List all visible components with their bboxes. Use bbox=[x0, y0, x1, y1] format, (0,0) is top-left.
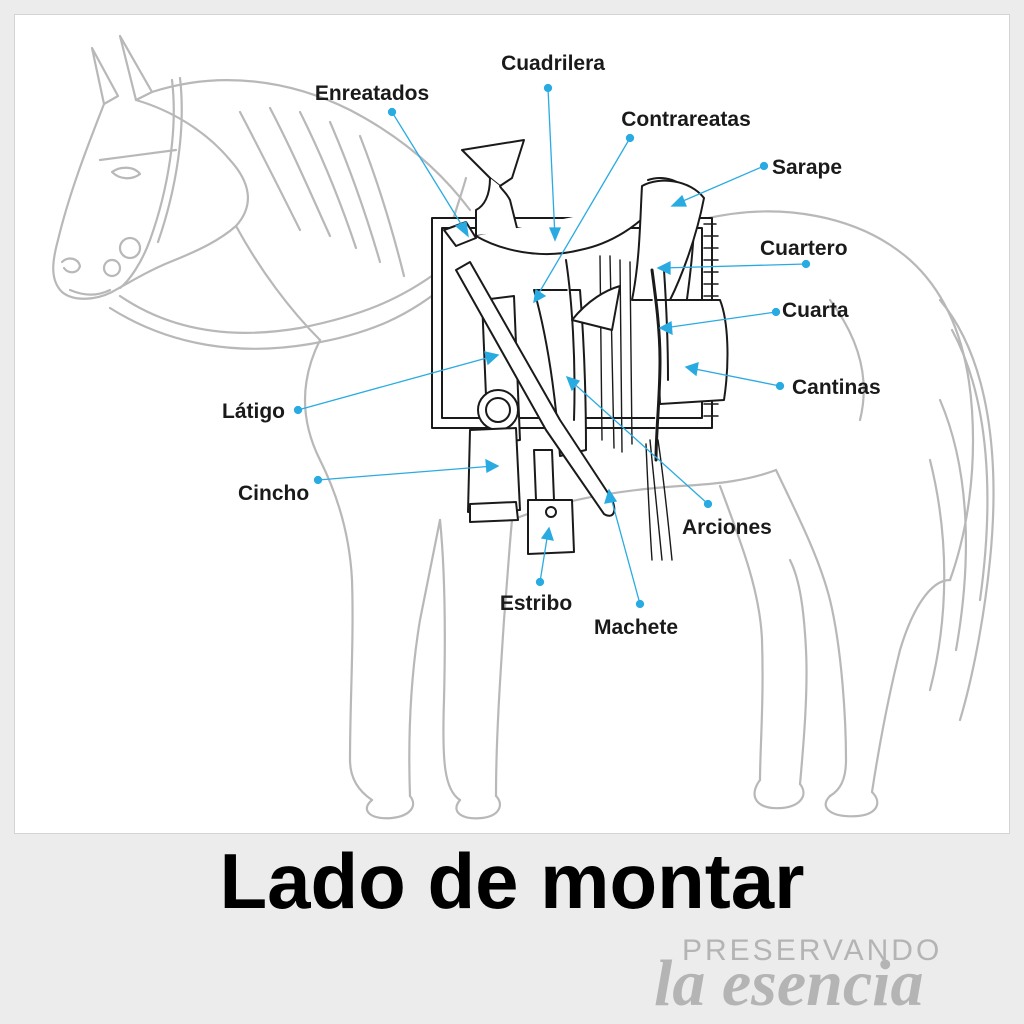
diagram-title: Lado de montar bbox=[219, 837, 805, 925]
leader-lines bbox=[293, 83, 811, 609]
charro-saddle-illustration bbox=[431, 139, 729, 561]
leader-arrow-cincho bbox=[485, 458, 500, 474]
leader-arrow-machete bbox=[604, 488, 618, 504]
leader-arrow-contrareatas bbox=[533, 288, 547, 304]
label-sarape: Sarape bbox=[772, 156, 842, 179]
brand-logo-line2: la esencia bbox=[654, 947, 924, 1020]
label-machete: Machete bbox=[594, 616, 678, 639]
leader-arrow-estribo bbox=[540, 526, 554, 541]
leader-arrow-cantinas bbox=[684, 362, 699, 377]
label-contrareatas: Contrareatas bbox=[621, 108, 751, 131]
label-cuadrilera: Cuadrilera bbox=[501, 52, 605, 75]
leader-arrow-arciones bbox=[565, 375, 581, 392]
label-cuarta: Cuarta bbox=[782, 299, 849, 322]
brand-logo-line1: PRESERVANDO bbox=[682, 934, 943, 967]
leader-arrow-sarape bbox=[670, 194, 687, 207]
label-cantinas: Cantinas bbox=[792, 376, 881, 399]
label-cincho: Cincho bbox=[238, 482, 309, 505]
label-cuartero: Cuartero bbox=[760, 237, 848, 260]
label-arciones: Arciones bbox=[682, 516, 772, 539]
label-latigo: Látigo bbox=[222, 400, 285, 423]
leader-arrow-latigo bbox=[484, 351, 500, 366]
leader-arrow-enreatados bbox=[454, 221, 469, 238]
label-estribo: Estribo bbox=[500, 592, 572, 615]
leader-arrow-cuarta bbox=[658, 320, 673, 336]
label-enreatados: Enreatados bbox=[315, 82, 429, 105]
leader-arrow-cuadrilera bbox=[549, 227, 561, 242]
leader-arrow-cuartero bbox=[656, 260, 671, 276]
